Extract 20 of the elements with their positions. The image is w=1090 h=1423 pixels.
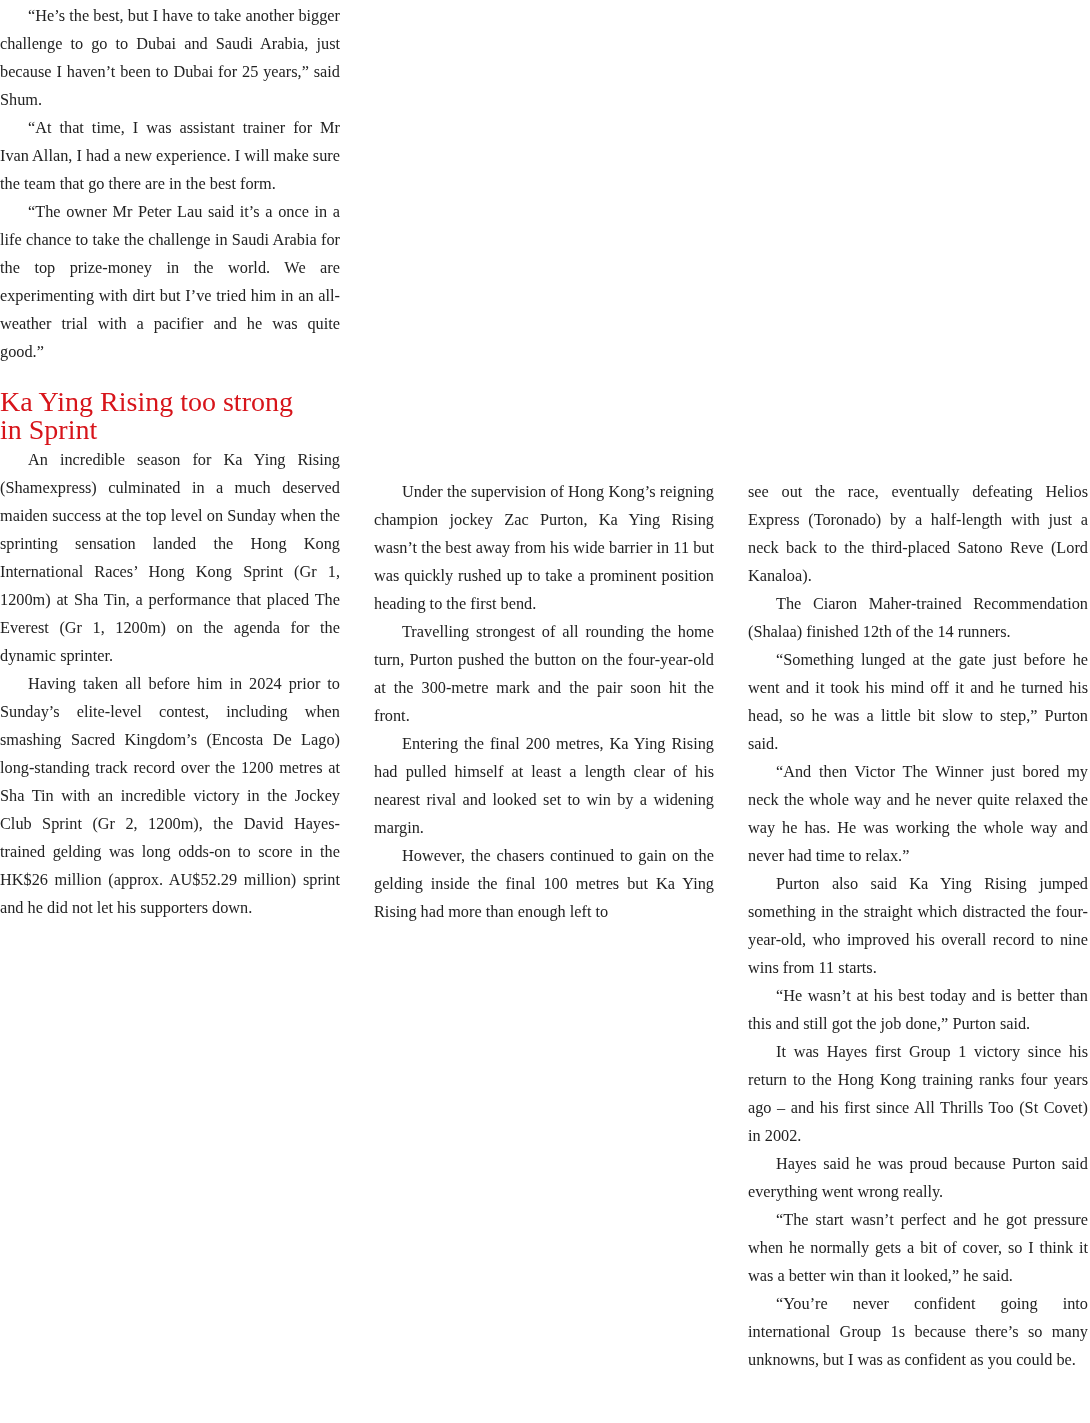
paragraph: However, the chasers continued to gain on the gelding inside the final 100 metres but Ka Ying Rising had more than enough left to xyxy=(374,845,714,923)
paragraph: Entering the final 200 metres, Ka Ying Rising had pulled himself at least a length clear of his nearest rival and looked set to win by a widening margin. xyxy=(374,733,714,839)
paragraph: Under the supervision of Hong Kong’s reigning champion jockey Zac Purton, Ka Ying Rising wasn’t the best away from his wide barrier in 11 but was quickly rushed up to take a prominent position heading to the first bend. xyxy=(374,481,714,615)
paragraph: “Something lunged at the gate just before he went and it took his mind off it and he turned his head, so he was a little bit slow to step,” Purton said. xyxy=(748,649,1088,755)
paragraph: “The start wasn’t perfect and he got pressure when he normally gets a bit of cover, so I think it was a better win than it looked,” he said. xyxy=(748,1209,1088,1287)
paragraph: It was Hayes first Group 1 victory since his return to the Hong Kong training ranks four years ago – and his first since All Thrills Too (St Covet) in 2002. xyxy=(748,1041,1088,1147)
paragraph: “At that time, I was assistant trainer for Mr Ivan Allan, I had a new experience. I will make sure the team that go there are in the best form. xyxy=(0,117,340,195)
section-heading: Ka Ying Rising too strong in Sprint xyxy=(0,388,294,444)
paragraph: “He wasn’t at his best today and is better than this and still got the job done,” Purton said. xyxy=(748,985,1088,1035)
paragraph: The Ciaron Maher-trained Recommendation (Shalaa) finished 12th of the 14 runners. xyxy=(748,593,1088,643)
paragraph: Having taken all before him in 2024 prior to Sunday’s elite-level contest, including when smashing Sacred Kingdom’s (Encosta De Lago) long-standing track record over the 1200 metres at Sha Tin with an incredible victory in the Jockey Club Sprint (Gr 2, 1200m), the David Hayes-trained gelding was long odds-on to score in the HK$26 million (approx. AU$52.29 million) sprint and he did not let his supporters down. xyxy=(0,673,340,919)
paragraph: Travelling strongest of all rounding the home turn, Purton pushed the button on the four-year-old at the 300-metre mark and the pair soon hit the front. xyxy=(374,621,714,727)
paragraph: Hayes said he was proud because Purton said everything went wrong really. xyxy=(748,1153,1088,1203)
paragraph: “The owner Mr Peter Lau said it’s a once in a life chance to take the challenge in Saudi Arabia for the top prize-money in the world. We are experimenting with dirt but I’ve tried him in an all-weather trial with a pacifier and he was quite good.” xyxy=(0,201,340,363)
paragraph: Purton also said Ka Ying Rising jumped something in the straight which distracted the four-year-old, who improved his overall record to nine wins from 11 starts. xyxy=(748,873,1088,979)
paragraph: “He’s the best, but I have to take another bigger challenge to go to Dubai and Saudi Arabia, just because I haven’t been to Dubai for 25 years,” said Shum. xyxy=(0,5,340,111)
paragraph: see out the race, eventually defeating Helios Express (Toronado) by a half-length with just a neck back to the third-placed Satono Reve (Lord Kanaloa). xyxy=(748,481,1088,587)
paragraph: “And then Victor The Winner just bored my neck the whole way and he never quite relaxed the way he has. He was working the whole way and never had time to relax.” xyxy=(748,761,1088,867)
paragraph: “You’re never confident going into international Group 1s because there’s so many unknowns, but I was as confident as you could be. xyxy=(748,1293,1088,1371)
paragraph: An incredible season for Ka Ying Rising (Shamexpress) culminated in a much deserved maiden success at the top level on Sunday when the sprinting sensation landed the Hong Kong International Races’ Hong Kong Sprint (Gr 1, 1200m) at Sha Tin, a performance that placed The Everest (Gr 1, 1200m) on the agenda for the dynamic sprinter. xyxy=(0,449,340,667)
